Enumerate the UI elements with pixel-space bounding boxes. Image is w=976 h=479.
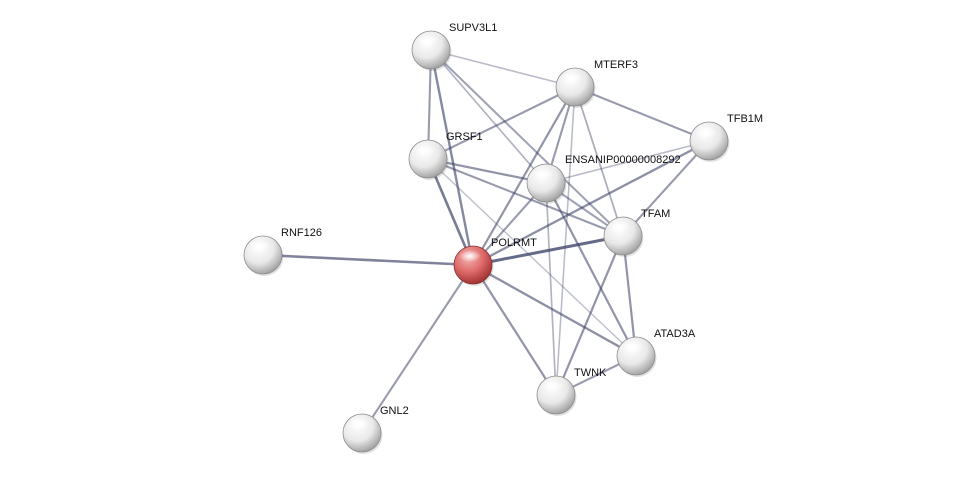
node-label-tfam: TFAM [641,208,670,220]
node-highlight [249,240,271,252]
edge-mterf3-tfam[interactable] [574,86,624,237]
edge-supv3l1-tfam[interactable] [430,49,624,237]
edge-ensanip00000008292-twnk[interactable] [545,182,557,396]
node-highlight [414,144,436,156]
node-atad3a[interactable]: ATAD3A [616,328,696,377]
node-highlight [622,341,644,353]
node-tfb1m[interactable]: TFB1M [689,113,763,162]
edge-tfb1m-ensanip00000008292[interactable] [545,140,710,184]
node-supv3l1[interactable]: SUPV3L1 [411,22,497,71]
edge-supv3l1-polrmt[interactable] [429,48,475,267]
edge-mterf3-tfb1m[interactable] [573,85,711,143]
edge-grsf1-atad3a[interactable] [427,158,637,357]
node-rnf126[interactable]: RNF126 [243,227,322,276]
node-highlight [609,221,631,233]
node-gnl2[interactable]: GNL2 [342,405,409,454]
edge-supv3l1-mterf3[interactable] [430,49,576,88]
edge-grsf1-ensanip00000008292[interactable] [426,157,548,185]
node-highlight [348,418,370,430]
node-label-mterf3: MTERF3 [594,59,638,71]
node-label-gnl2: GNL2 [380,405,409,417]
node-label-grsf1: GRSF1 [446,131,483,143]
node-grsf1[interactable]: GRSF1 [408,131,483,180]
edge-polrmt-atad3a[interactable] [471,263,638,358]
edge-mterf3-twnk[interactable] [555,86,576,396]
node-label-atad3a: ATAD3A [654,328,696,340]
edge-tfb1m-polrmt[interactable] [471,139,711,267]
node-label-rnf126: RNF126 [281,227,322,239]
node-highlight [459,250,481,262]
edge-polrmt-twnk[interactable] [471,263,558,397]
edge-ensanip00000008292-atad3a[interactable] [544,181,638,358]
node-label-ensanip00000008292: ENSANIP00000008292 [565,154,681,166]
edge-polrmt-gnl2[interactable] [360,263,475,435]
edge-mterf3-polrmt[interactable] [471,85,577,267]
edge-tfb1m-tfam[interactable] [621,139,711,238]
edge-tfam-atad3a[interactable] [621,234,638,358]
node-highlight [417,35,439,47]
node-label-twnk: TWNK [574,367,607,379]
edge-supv3l1-ensanip00000008292[interactable] [430,49,547,184]
node-label-supv3l1: SUPV3L1 [449,22,497,34]
edge-tfam-twnk[interactable] [554,234,625,397]
node-highlight [695,126,717,138]
node-label-polrmt: POLRMT [491,237,537,249]
node-ensanip00000008292[interactable]: ENSANIP00000008292 [526,154,681,204]
edge-mterf3-grsf1[interactable] [426,85,577,161]
node-twnk[interactable]: TWNK [536,367,607,416]
node-highlight [561,72,583,84]
node-mterf3[interactable]: MTERF3 [555,59,638,108]
edge-grsf1-tfam[interactable] [426,157,625,238]
edge-polrmt-rnf126[interactable] [261,253,475,267]
node-label-tfb1m: TFB1M [727,113,763,125]
edge-tfam-polrmt[interactable] [471,234,625,267]
node-tfam[interactable]: TFAM [603,208,670,257]
node-polrmt[interactable]: POLRMT [453,237,537,286]
node-highlight [542,380,564,392]
node-highlight [532,168,554,180]
